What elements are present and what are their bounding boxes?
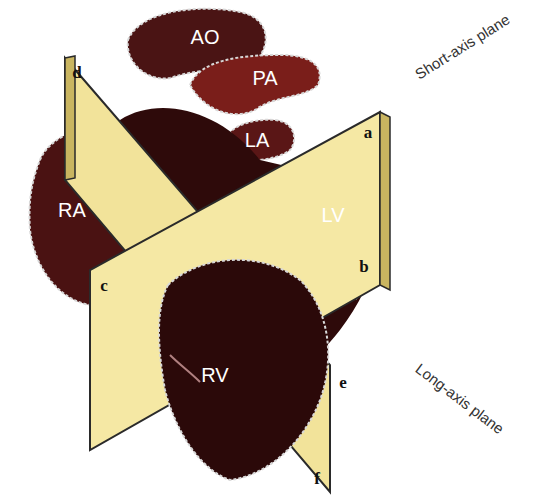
- plane-edge: [380, 112, 390, 290]
- plane-label: Short-axis plane: [410, 10, 513, 82]
- chamber-label: LA: [245, 130, 269, 150]
- corner-letter: c: [100, 277, 108, 294]
- corner-letter: d: [72, 64, 81, 81]
- corner-letter: b: [359, 258, 368, 275]
- chamber-label: AO: [191, 27, 220, 47]
- vessel-detail: [170, 355, 200, 382]
- pulmonary-artery: [190, 55, 320, 114]
- chamber-label: RA: [58, 200, 86, 220]
- chamber-label: LV: [322, 205, 345, 225]
- chamber-label: PA: [252, 68, 277, 88]
- chamber-label: RV: [201, 365, 228, 385]
- corner-letter: a: [364, 124, 373, 141]
- plane-label: Long-axis plane: [412, 359, 509, 437]
- corner-letter: e: [339, 374, 347, 391]
- corner-letter: f: [314, 470, 320, 487]
- right-ventricle: [159, 260, 328, 480]
